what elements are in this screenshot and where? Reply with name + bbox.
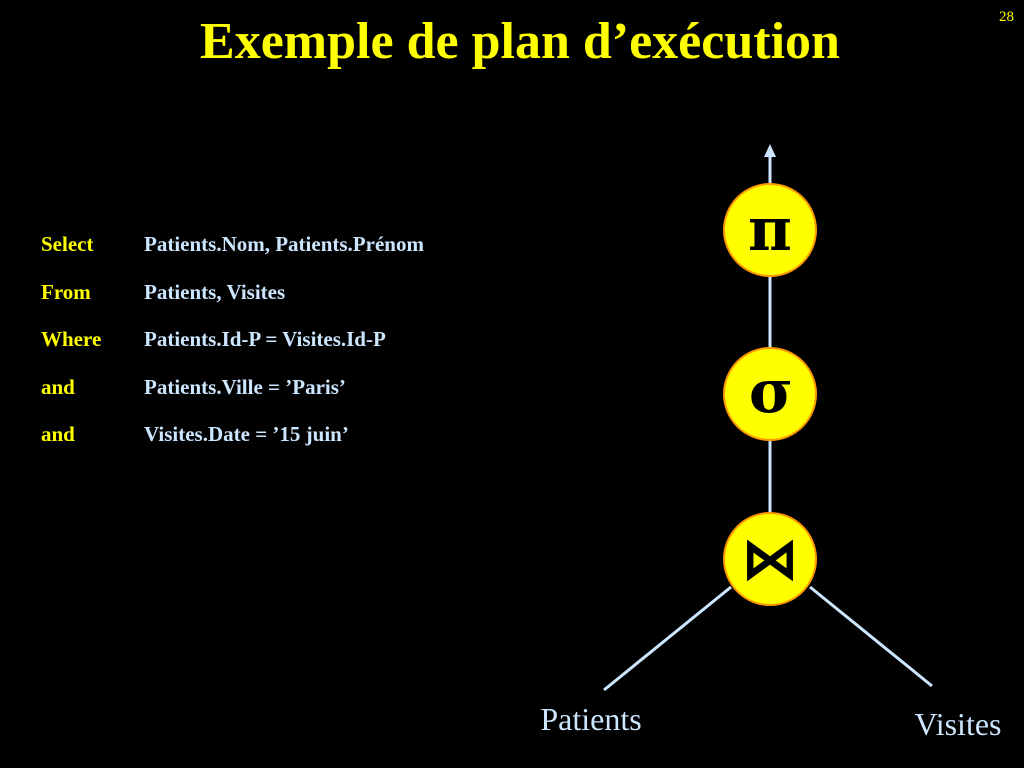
projection-node-circle bbox=[723, 183, 817, 277]
query-clause: Patients, Visites bbox=[144, 279, 286, 304]
query-row-and-date: and Visites.Date = ’15 juin’ bbox=[41, 422, 424, 470]
query-keyword: and bbox=[41, 374, 75, 399]
output-arrow-icon bbox=[764, 144, 776, 157]
join-visites-edge bbox=[809, 585, 933, 688]
patients-relation-label: Patients bbox=[540, 701, 641, 737]
selection-node: σ bbox=[723, 347, 817, 441]
query-keyword: Select bbox=[41, 232, 94, 256]
query-row-where: Where Patients.Id-P = Visites.Id-P bbox=[41, 327, 424, 375]
join-node-circle bbox=[723, 512, 817, 606]
query-clause: Patients.Nom, Patients.Prénom bbox=[144, 232, 424, 256]
sql-query: Select Patients.Nom, Patients.Prénom Fro… bbox=[41, 232, 424, 470]
selection-symbol: σ bbox=[749, 357, 793, 427]
visites-relation-label: Visites bbox=[915, 706, 1002, 742]
slide-title: Exemple de plan d’exécution bbox=[200, 13, 840, 70]
query-keyword: Where bbox=[41, 327, 102, 351]
query-keyword: and bbox=[41, 422, 75, 446]
query-clause: Patients.Ville = ’Paris’ bbox=[144, 374, 346, 399]
query-row-from: From Patients, Visites bbox=[41, 280, 424, 328]
join-patients-edge bbox=[603, 585, 732, 692]
query-keyword: From bbox=[41, 279, 91, 304]
selection-node-circle bbox=[723, 347, 817, 441]
join-symbol: ⋈ bbox=[742, 526, 798, 592]
query-row-select: Select Patients.Nom, Patients.Prénom bbox=[41, 232, 424, 280]
query-clause: Visites.Date = ’15 juin’ bbox=[144, 422, 349, 446]
query-clause: Patients.Id-P = Visites.Id-P bbox=[144, 327, 386, 351]
query-row-and-ville: and Patients.Ville = ’Paris’ bbox=[41, 375, 424, 423]
join-node: ⋈ bbox=[723, 512, 817, 606]
projection-symbol: π bbox=[748, 195, 792, 265]
projection-node: π bbox=[723, 183, 817, 277]
page-number: 28 bbox=[999, 9, 1014, 25]
